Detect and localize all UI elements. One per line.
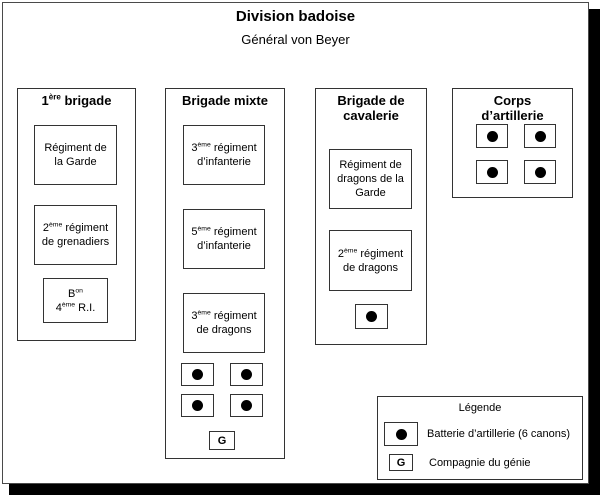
unit-regiment-garde: Régiment de la Garde [34,125,117,185]
battery-dot-icon [486,166,498,178]
chart-subtitle: Général von Beyer [241,32,350,47]
legend-title: Légende [458,402,502,414]
artillery-battery-icon [230,394,263,417]
artillery-battery-icon [524,124,556,148]
unit-5e-infanterie: 5ème régiment d’infanterie [183,209,265,269]
artillery-battery-icon [355,304,388,329]
battery-dot-icon [534,166,546,178]
column-corps-artillerie: Corps d’artillerie [452,88,573,198]
artillery-battery-icon [181,363,214,386]
column-brigade-1-header: 1ère brigade [41,92,112,108]
column-brigade-cavalerie: Brigade de cavalerie Régiment de dragons… [315,88,427,345]
battery-dot-icon [366,311,377,322]
unit-3e-infanterie: 3ème régiment d’infanterie [183,125,265,185]
battery-dot-icon [534,130,546,142]
artillery-battery-icon [230,363,263,386]
legend: Légende Batterie d’artillerie (6 canons)… [377,396,583,480]
page-shadow-bottom [9,484,600,495]
unit-regiment-grenadiers: 2ème régiment de grenadiers [34,205,117,265]
battery-dot-icon [486,130,498,142]
legend-artillery-battery-icon [384,422,418,446]
artillery-battery-icon [181,394,214,417]
column-brigade-1: 1ère brigade Régiment de la Garde 2ème r… [17,88,136,341]
legend-artillery-label: Batterie d’artillerie (6 canons) [427,428,571,440]
chart-title: Division badoise [235,8,356,25]
battery-dot-icon [241,400,252,411]
column-brigade-mixte-header: Brigade mixte [182,93,268,108]
column-brigade-cavalerie-header: Brigade de cavalerie [337,93,405,123]
unit-dragons-garde: Régiment de dragons de la Garde [329,149,412,209]
battery-dot-icon [192,400,203,411]
column-brigade-mixte: Brigade mixte 3ème régiment d’infanterie… [165,88,285,459]
legend-engineer-company-icon: G [389,454,413,471]
unit-bataillon-ri: Bon 4ème R.I. [43,278,108,323]
battery-dot-icon [395,428,407,440]
artillery-battery-icon [476,124,508,148]
unit-3e-dragons: 3ème régiment de dragons [183,293,265,353]
artillery-battery-icon [476,160,508,184]
page: Division badoise Général von Beyer 1ère … [2,2,589,484]
column-corps-artillerie-header: Corps d’artillerie [481,93,544,123]
page-shadow-right [589,9,600,495]
battery-dot-icon [241,369,252,380]
battery-dot-icon [192,369,203,380]
legend-engineer-label: Compagnie du génie [429,456,531,469]
unit-2e-dragons: 2ème régiment de dragons [329,230,412,291]
engineer-company-icon: G [209,431,235,450]
artillery-battery-icon [524,160,556,184]
